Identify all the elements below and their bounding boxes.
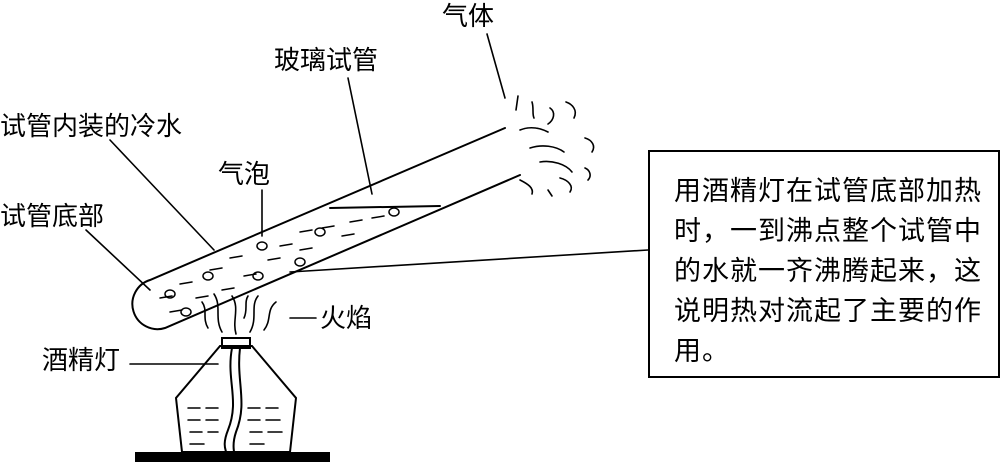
alcohol-lamp-body (174, 345, 298, 453)
label-bubbles: 气泡 (218, 160, 271, 190)
callout-text: 用酒精灯在试管底部加热时，一到沸点整个试管中的水就一齐沸腾起来，这说明热对流起了… (674, 176, 982, 367)
label-glass-tube: 玻璃试管 (274, 46, 379, 76)
test-tube (131, 127, 521, 331)
bubbles-drawing (164, 207, 400, 317)
label-gas: 气体 (442, 2, 495, 32)
label-flame: 火焰 (320, 304, 373, 334)
water-dashes (159, 215, 385, 313)
leader-lines (85, 33, 649, 365)
gas-strokes (515, 95, 595, 197)
lamp-cap (221, 337, 251, 349)
lamp-base-plate (135, 452, 330, 462)
label-alcohol-lamp: 酒精灯 (42, 346, 121, 376)
lamp-liquid (187, 407, 283, 445)
label-cold-water: 试管内装的冷水 (0, 112, 183, 142)
water-level (329, 205, 441, 209)
flame-strokes (201, 293, 277, 335)
lamp-wick (223, 347, 243, 453)
explanation-callout: 用酒精灯在试管底部加热时，一到沸点整个试管中的水就一齐沸腾起来，这说明热对流起了… (648, 150, 1000, 378)
label-tube-bottom: 试管底部 (0, 202, 105, 232)
